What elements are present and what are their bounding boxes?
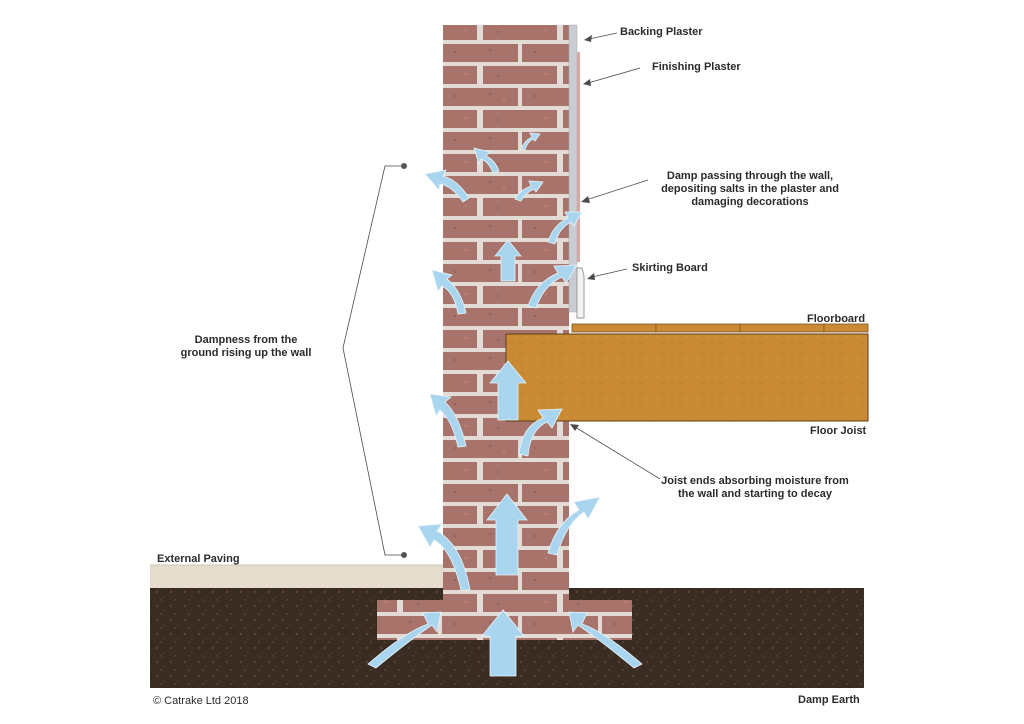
label-dampness-line2: ground rising up the wall: [180, 347, 312, 359]
arrow-icon: [486, 493, 528, 576]
arrow-icon: [547, 496, 601, 556]
external-paving: [150, 565, 443, 588]
label-damp-passing-line3: damaging decorations: [691, 196, 809, 208]
copyright-icon: ©: [153, 695, 162, 707]
arrow-icon: [424, 169, 470, 203]
label-damp-passing-line1: Damp passing through the wall,: [666, 170, 834, 182]
label-backing-plaster: Backing Plaster: [620, 26, 703, 38]
moisture-arrows: [367, 132, 643, 677]
arrow-icon: [568, 611, 643, 669]
label-skirting-board: Skirting Board: [632, 262, 708, 274]
label-finishing-plaster: Finishing Plaster: [652, 61, 741, 73]
label-floor-joist: Floor Joist: [810, 425, 867, 437]
label-joist-ends-line1: Joist ends absorbing moisture from: [661, 475, 849, 487]
arrow-icon: [473, 147, 500, 174]
label-dampness-line1: Dampness from the: [194, 334, 298, 346]
copyright-notice: © Catrake Ltd 2018: [153, 695, 249, 707]
arrow-icon: [489, 360, 527, 421]
label-external-paving: External Paving: [157, 553, 240, 565]
label-floorboard: Floorboard: [807, 313, 866, 325]
leader-dot-bottom: [401, 552, 407, 558]
arrowheads: [570, 35, 595, 431]
copyright-text: Catrake Ltd 2018: [164, 695, 249, 707]
label-joist-ends: Joist ends absorbing moisture from the w…: [652, 475, 858, 501]
finishing-plaster: [577, 52, 580, 262]
arrow-icon: [417, 523, 471, 591]
arrow-icon: [518, 408, 563, 457]
floor-joist: [505, 333, 869, 422]
arrow-icon: [429, 393, 467, 448]
label-damp-earth: Damp Earth: [798, 694, 860, 706]
arrow-icon: [527, 264, 578, 309]
arrow-icon: [494, 239, 522, 282]
floorboards: [571, 323, 869, 333]
leader-lines: [342, 32, 661, 556]
arrow-icon: [481, 609, 525, 677]
arrow-icon: [431, 269, 467, 315]
label-dampness: Dampness from the ground rising up the w…: [163, 334, 329, 360]
arrow-icon: [520, 132, 541, 151]
arrow-icon: [367, 611, 442, 669]
label-joist-ends-line2: the wall and starting to decay: [677, 488, 833, 500]
label-damp-passing-line2: depositing salts in the plaster and: [661, 183, 839, 195]
leader-dot-top: [401, 163, 407, 169]
arrow-icon: [514, 180, 544, 202]
arrow-icon: [547, 211, 583, 245]
label-damp-passing: Damp passing through the wall, depositin…: [650, 170, 850, 209]
skirting-board: [576, 267, 585, 319]
